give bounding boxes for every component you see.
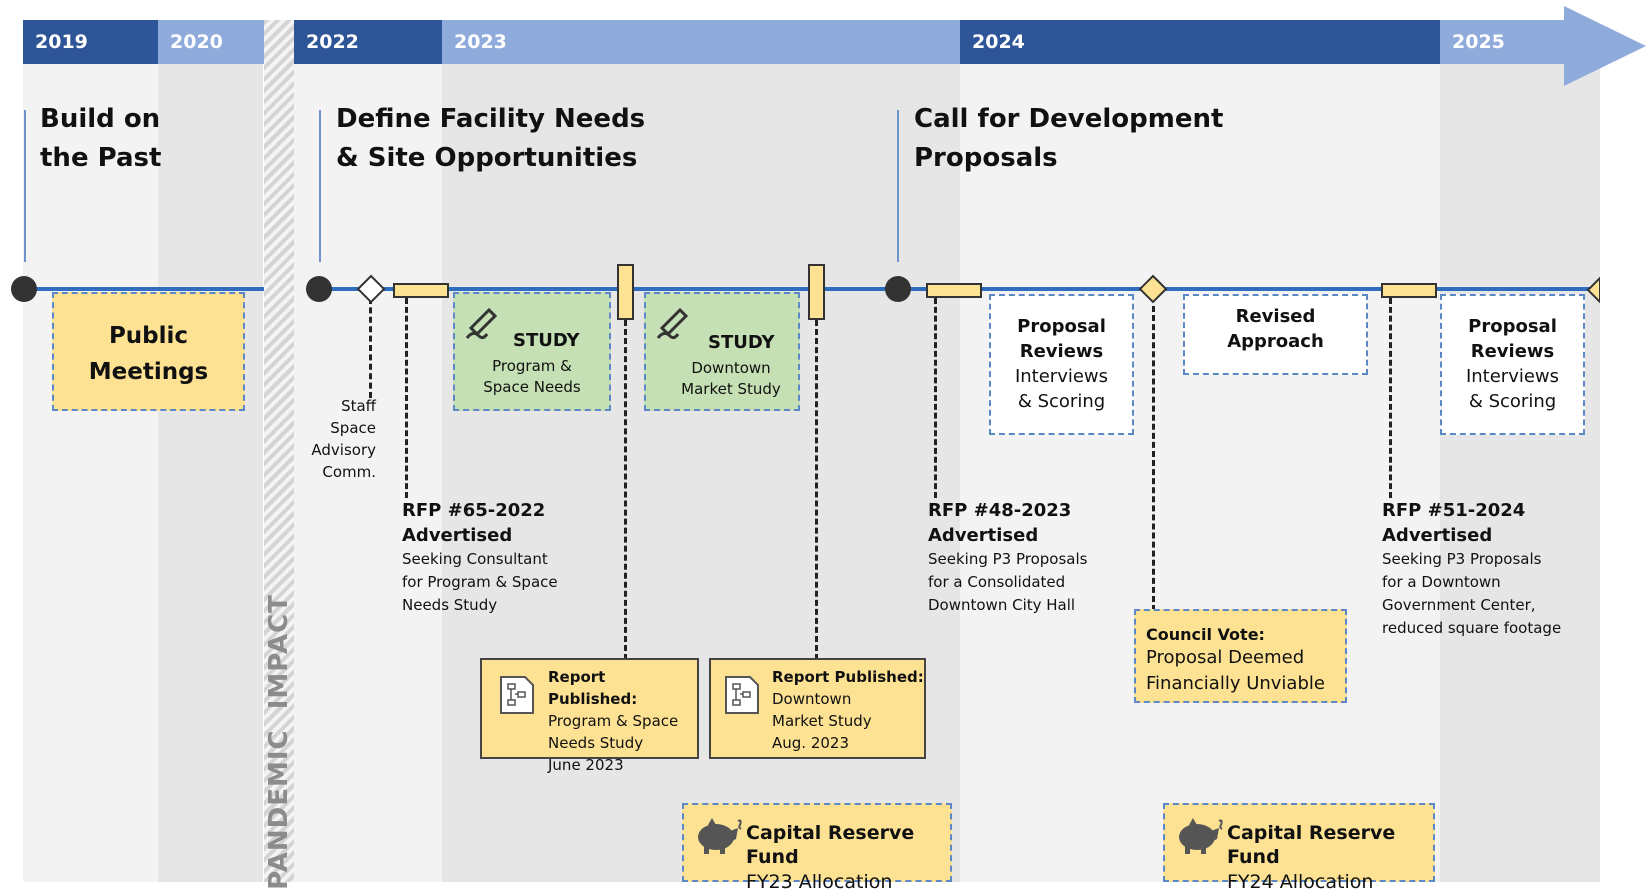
report2-connector — [815, 320, 818, 660]
council-connector — [1152, 306, 1155, 611]
band-2019 — [23, 62, 158, 882]
document-flowchart-icon — [500, 676, 534, 714]
study-market-title: STUDY — [708, 332, 775, 353]
report-program-box: Report Published: Program & Space Needs … — [480, 658, 699, 774]
pencil-icon — [656, 307, 689, 340]
milestone-dot-3 — [885, 276, 911, 302]
staff-connector — [369, 298, 372, 398]
report-market-title: Report Published: — [772, 668, 924, 686]
rfp3-marker — [1381, 283, 1437, 298]
capital-reserve-fy24-box: Capital Reserve Fund FY24 Allocation — [1163, 803, 1435, 893]
band-2020 — [158, 62, 263, 882]
diamond-marker-council — [1138, 274, 1168, 304]
rfp1-marker — [393, 283, 449, 298]
rfp1-connector — [405, 298, 408, 498]
diamond-marker-edge — [1586, 276, 1600, 304]
pandemic-label: PANDEMIC IMPACT — [264, 594, 294, 890]
capital-fy24-sub: FY24 Allocation — [1227, 871, 1374, 893]
capital-fy23-sub: FY23 Allocation — [746, 871, 893, 893]
capital-fy24-title: Capital Reserve Fund — [1227, 822, 1396, 868]
pandemic-stripe — [264, 20, 294, 882]
study-program-desc: Program &Space Needs — [483, 357, 581, 396]
revised-approach-box: Revised Approach — [1183, 294, 1368, 375]
rfp-51-2024: RFP #51-2024 Advertised Seeking P3 Propo… — [1382, 500, 1562, 637]
phase-line-call — [897, 110, 899, 262]
pencil-icon — [465, 307, 498, 340]
timeline-line-1 — [23, 287, 264, 291]
piggy-bank-icon — [698, 818, 742, 854]
band-2024 — [960, 62, 1440, 882]
phase-title-define: Define Facility Needs& Site Opportunitie… — [336, 104, 646, 173]
band-2025 — [1440, 62, 1600, 882]
proposal-reviews-box-2: Proposal Reviews Interviews & Scoring — [1440, 294, 1585, 435]
year-2025: 2025 — [1440, 20, 1565, 64]
year-2022: 2022 — [294, 20, 442, 64]
rfp2-marker — [926, 283, 982, 298]
milestone-dot-1 — [11, 276, 37, 302]
proposal-reviews-box-1: Proposal Reviews Interviews & Scoring — [989, 294, 1134, 435]
milestone-dot-2 — [306, 276, 332, 302]
piggy-bank-icon — [1179, 818, 1223, 854]
year-2023: 2023 — [442, 20, 960, 64]
year-2024: 2024 — [960, 20, 1440, 64]
council-vote-box: Council Vote: Proposal Deemed Financiall… — [1134, 609, 1347, 703]
capital-fy23-title: Capital Reserve Fund — [746, 822, 915, 868]
timeline-arrowhead — [1564, 6, 1646, 86]
report1-marker — [617, 264, 634, 320]
report-program-title: Report Published: — [548, 668, 638, 708]
rfp-48-2023: RFP #48-2023 Advertised Seeking P3 Propo… — [928, 500, 1088, 614]
report-market-box: Report Published: Downtown Market Study … — [709, 658, 926, 759]
phase-line-build — [24, 110, 26, 262]
report2-marker — [808, 264, 825, 320]
diamond-marker-staff — [356, 274, 386, 304]
phase-line-define — [319, 110, 321, 262]
study-program-box: STUDY Program &Space Needs — [453, 292, 611, 411]
rfp-65-2022: RFP #65-2022 Advertised Seeking Consulta… — [402, 500, 558, 614]
report1-connector — [624, 320, 627, 660]
study-program-title: STUDY — [513, 330, 580, 351]
capital-reserve-fy23-box: Capital Reserve Fund FY23 Allocation — [682, 803, 952, 893]
year-2019: 2019 — [23, 20, 158, 64]
band-2023 — [442, 62, 960, 882]
band-2022 — [294, 62, 442, 882]
rfp3-connector — [1389, 298, 1392, 498]
rfp2-connector — [934, 298, 937, 498]
document-flowchart-icon — [725, 676, 759, 714]
year-2020: 2020 — [158, 20, 264, 64]
